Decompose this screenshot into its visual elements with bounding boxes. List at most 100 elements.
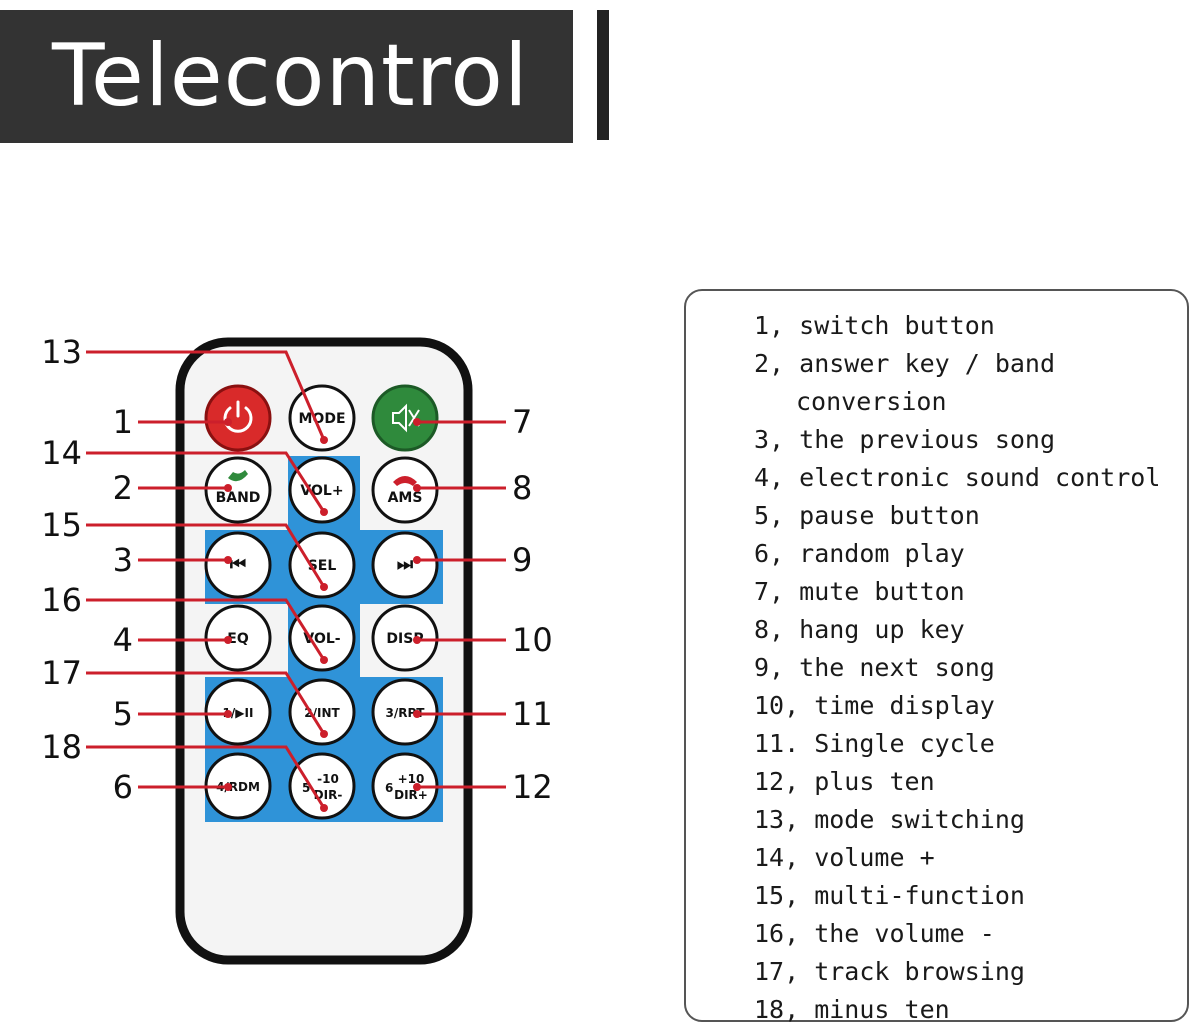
legend-item-text: 16, the volume - [754,919,995,948]
callout-7: 7 [413,403,532,441]
band-label: BAND [216,490,261,506]
b6-sub-top: +10 [398,772,425,786]
legend-item: 4, electronic sound control [754,459,1184,497]
mode-label: MODE [298,411,345,427]
legend-item-text: 4, electronic sound control [754,463,1161,492]
legend-item-text: 13, mode switching [754,805,1025,834]
callout-3: 3 [113,541,232,579]
callout-number: 11 [512,695,553,733]
callout-number: 15 [41,506,82,544]
legend-box: 1, switch button 2, answer key / band conv… [684,289,1189,1024]
legend-item: 3, the previous song [754,421,1184,459]
mute-button[interactable] [371,384,439,452]
eq-label: EQ [227,631,249,647]
legend-item: 14, volume + [754,839,1184,877]
legend-item: 9, the next song [754,649,1184,687]
legend-item: 6, random play [754,535,1184,573]
callout-number: 12 [512,768,553,806]
b3-button[interactable]: 3/RPT [371,678,439,746]
callout-8: 8 [413,469,532,507]
eq-button[interactable]: EQ [204,604,272,672]
volup-button[interactable]: VOL+ [288,456,356,524]
answer-phone-icon [228,470,248,482]
volup-label: VOL+ [300,483,343,499]
legend-item-text: 3, the previous song [754,425,1056,454]
legend-item: 7, mute button [754,573,1184,611]
callout-2: 2 [113,469,232,507]
legend-item-text: 5, pause button [754,501,980,530]
callout-10: 10 [413,621,553,659]
legend-item: 1, switch button [754,307,1184,345]
legend-item-text: 9, the next song [754,653,995,682]
legend-item: 2, answer key / band conversion [754,345,1184,421]
callout-number: 8 [512,469,532,507]
legend-item: 10, time display [754,687,1184,725]
legend-item-text: 12, plus ten [754,767,935,796]
callout-number: 6 [113,768,133,806]
callout-number: 4 [113,621,133,659]
legend-item-text: 15, multi-function [754,881,1025,910]
callout-9: 9 [413,541,532,579]
next-icon: ⏭ [397,554,414,575]
next-button[interactable]: ⏭ [371,531,439,599]
hangup-phone-icon [393,476,417,486]
prev-button[interactable]: ⏮ [204,531,272,599]
legend-item-text: 11. Single cycle [754,729,995,758]
legend-item-continuation: conversion [796,387,947,416]
b5-sub-bottom: DIR- [314,788,343,802]
legend-item: 11. Single cycle [754,725,1184,763]
callout-number: 2 [113,469,133,507]
ams-label: AMS [388,490,423,506]
callout-13: 13 [41,333,328,444]
previous-icon: ⏮ [230,554,246,575]
callout-15: 15 [41,506,328,591]
legend-item: 12, plus ten [754,763,1184,801]
callout-number: 17 [41,654,82,692]
callout-number: 9 [512,541,532,579]
legend-item: 15, multi-function [754,877,1184,915]
legend-item: 16, the volume - [754,915,1184,953]
callout-number: 5 [113,695,133,733]
callout-18: 18 [41,728,328,812]
callout-4: 4 [113,621,232,659]
title-divider [597,10,609,140]
legend-item-text: 18, minus ten [754,995,950,1024]
legend-item: 5, pause button [754,497,1184,535]
ams-button[interactable]: AMS [371,456,439,524]
callout-number: 1 [113,403,133,441]
b1-button[interactable]: 1/▶II [204,678,272,746]
callout-14: 14 [41,434,328,516]
b5-sub-top: -10 [317,772,339,786]
power-icon [223,400,253,433]
legend-item-text: 2, answer key / band [754,349,1056,378]
disp-button[interactable]: DISP [371,604,439,672]
b5-label: 5 [302,781,310,795]
callout-16: 16 [41,581,328,664]
legend-item-text: 17, track browsing [754,957,1025,986]
legend-item-text: 1, switch button [754,311,995,340]
callout-number: 18 [41,728,82,766]
disp-label: DISP [386,631,423,647]
callout-17: 17 [41,654,328,738]
legend-item: 17, track browsing [754,953,1184,991]
b6-sub-bottom: DIR+ [394,788,428,802]
page-title: Telecontrol [52,26,529,126]
legend-item: 8, hang up key [754,611,1184,649]
callout-6: 6 [113,768,232,806]
callout-11: 11 [413,695,553,733]
callout-number: 7 [512,403,532,441]
legend-item-text: 6, random play [754,539,965,568]
callout-number: 13 [41,333,82,371]
legend-item-text: 7, mute button [754,577,965,606]
legend-item-text: 10, time display [754,691,995,720]
callout-number: 14 [41,434,82,472]
legend-item: 18, minus ten [754,991,1184,1029]
power-button[interactable] [204,384,272,452]
band-button[interactable]: BAND [204,456,272,524]
callout-5: 5 [113,695,232,733]
callout-number: 3 [113,541,133,579]
legend-item-text: 14, volume + [754,843,935,872]
